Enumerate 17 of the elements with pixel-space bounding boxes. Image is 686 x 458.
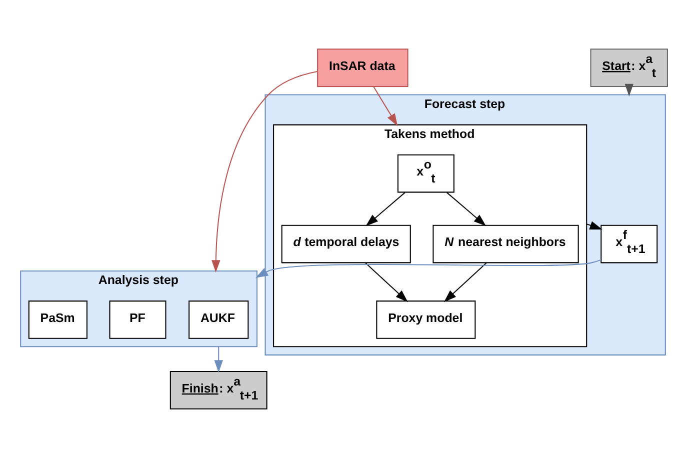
node-box: AUKF bbox=[188, 300, 249, 339]
node-box: d temporal delays bbox=[281, 224, 411, 264]
arrow bbox=[444, 262, 487, 302]
arrow bbox=[446, 192, 486, 226]
arrow bbox=[214, 346, 223, 373]
node-box: Proxy model bbox=[376, 300, 476, 339]
arrow bbox=[624, 84, 634, 96]
node-box: PaSm bbox=[28, 300, 88, 339]
arrow bbox=[256, 259, 602, 278]
node-box: PF bbox=[109, 300, 166, 339]
node-box: InSAR data bbox=[317, 48, 408, 87]
arrow bbox=[366, 192, 406, 226]
arrow bbox=[365, 262, 408, 302]
node-box: N nearest neighbors bbox=[432, 224, 579, 264]
arrow bbox=[373, 86, 398, 126]
arrow bbox=[586, 221, 602, 230]
arrow bbox=[212, 70, 318, 273]
